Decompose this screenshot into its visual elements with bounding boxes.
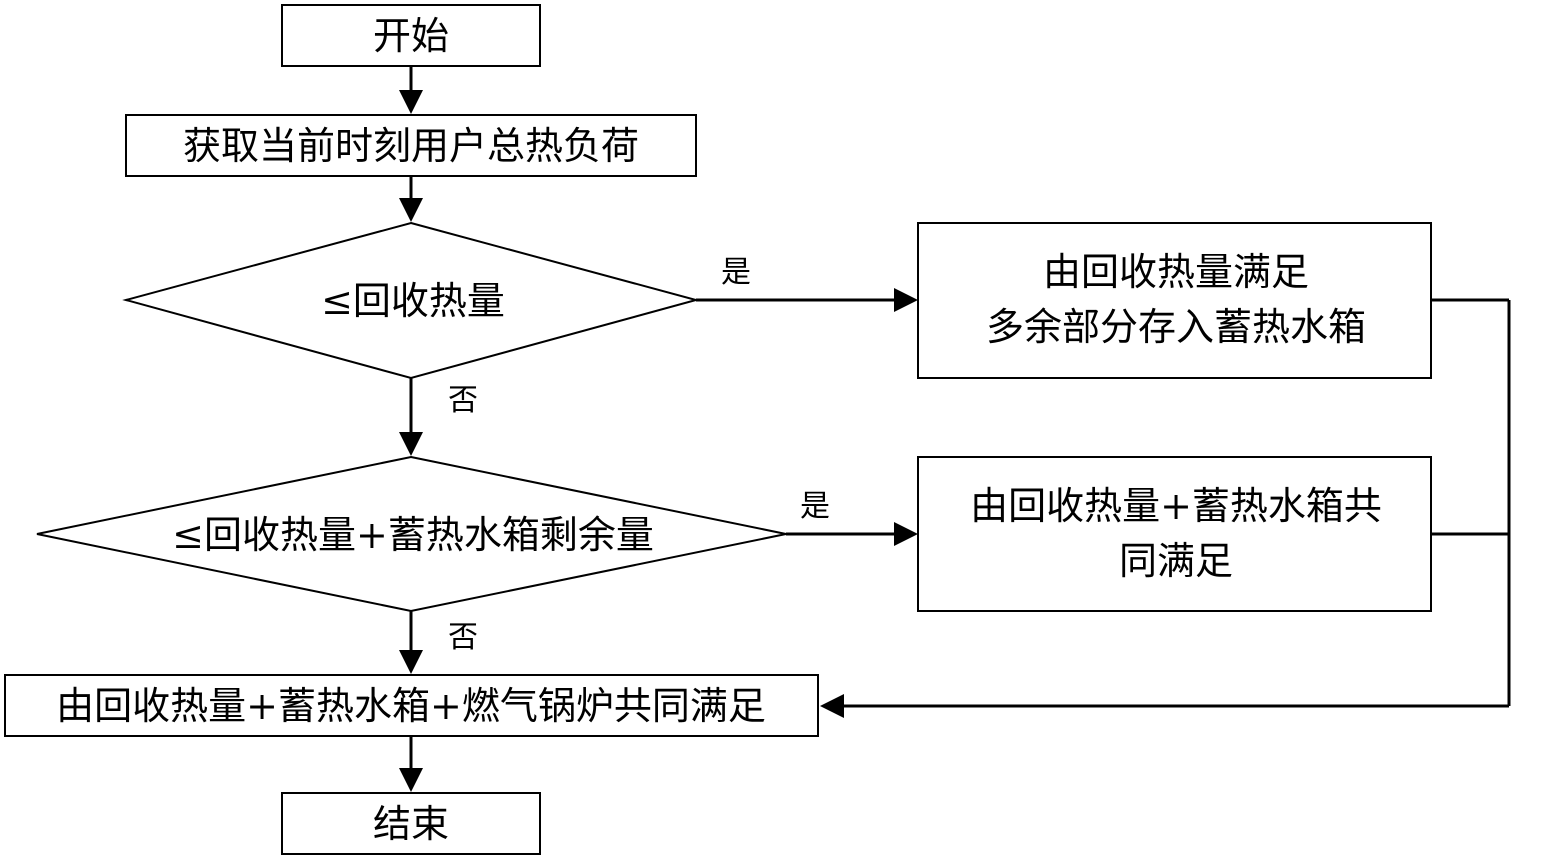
action2-line1: 由回收热量+蓄热水箱共: [970, 484, 1382, 528]
decision2-node: ≤回收热量+蓄热水箱剩余量: [36, 455, 787, 613]
action3-node: 由回收热量+蓄热水箱+燃气锅炉共同满足: [4, 674, 819, 737]
decision2-label: ≤回收热量+蓄热水箱剩余量: [172, 513, 654, 557]
arrow-decision1-no: 否: [399, 378, 478, 456]
arrow-start-to-load: [399, 66, 423, 114]
decision1-label: ≤回收热量: [321, 279, 505, 323]
yes2-label: 是: [800, 489, 830, 524]
no2-label: 否: [448, 620, 478, 655]
decision1-node: ≤回收热量: [122, 221, 700, 380]
get-load-label: 获取当前时刻用户总热负荷: [183, 124, 639, 168]
no1-label: 否: [448, 383, 478, 418]
action2-node: 由回收热量+蓄热水箱共 同满足: [917, 456, 1432, 612]
arrow-decision2-no: 否: [399, 611, 478, 674]
action1-node: 由回收热量满足 多余部分存入蓄热水箱: [917, 222, 1432, 379]
action3-label: 由回收热量+蓄热水箱+燃气锅炉共同满足: [56, 684, 766, 728]
arrow-load-to-decision1: [399, 176, 423, 222]
yes1-label: 是: [721, 255, 751, 290]
action1-line2: 多余部分存入蓄热水箱: [986, 305, 1366, 349]
arrow-decision1-yes: 是: [696, 255, 918, 312]
connector-right-merge: [820, 298, 1511, 718]
action2-line2: 同满足: [1119, 539, 1233, 583]
arrow-action3-to-end: [399, 736, 423, 792]
start-label: 开始: [373, 14, 449, 58]
end-node: 结束: [281, 792, 541, 855]
get-load-node: 获取当前时刻用户总热负荷: [125, 114, 697, 177]
arrow-decision2-yes: 是: [786, 489, 918, 546]
start-node: 开始: [281, 4, 541, 67]
action1-line1: 由回收热量满足: [1043, 250, 1309, 294]
end-label: 结束: [373, 802, 449, 846]
